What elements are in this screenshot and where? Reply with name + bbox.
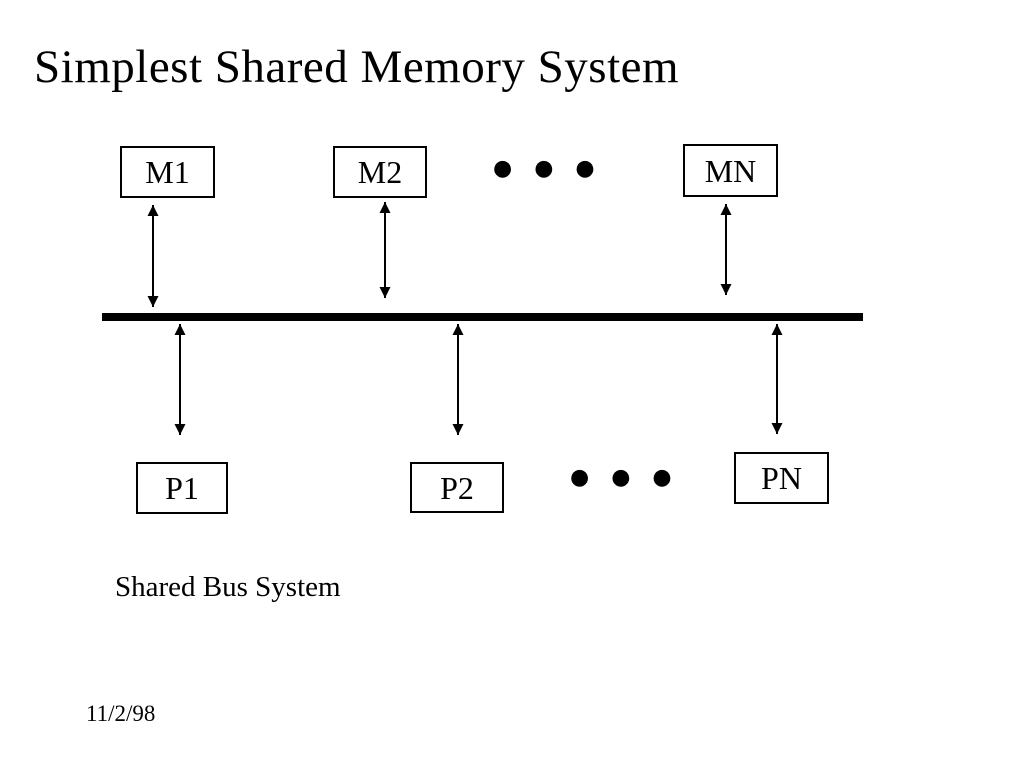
processor-box-p2: P2 [410, 462, 504, 513]
ellipsis-dots-bottom: ●●● [570, 465, 694, 490]
processor-box-pn-label: PN [761, 460, 802, 496]
footer-date: 11/2/98 [86, 701, 156, 726]
ellipsis-dots-top: ●●● [493, 156, 617, 181]
processor-box-p1: P1 [136, 462, 228, 514]
slide-title: Simplest Shared Memory System [34, 41, 680, 93]
diagram-caption: Shared Bus System [115, 571, 341, 603]
memory-box-m1-label: M1 [145, 154, 190, 190]
memory-box-m2-label: M2 [357, 154, 403, 190]
memory-box-m1: M1 [120, 146, 215, 198]
memory-box-mn-label: MN [704, 152, 757, 189]
processor-box-p1-label: P1 [165, 470, 199, 506]
processor-box-pn: PN [734, 452, 829, 504]
memory-box-m2: M2 [333, 146, 427, 198]
processor-box-p2-label: P2 [440, 469, 474, 506]
memory-box-mn: MN [683, 144, 778, 197]
